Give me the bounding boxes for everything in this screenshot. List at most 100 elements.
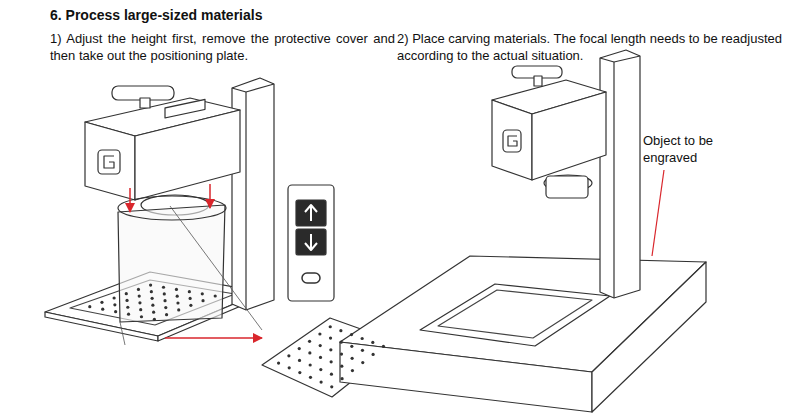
down-arrow-symbol [305, 234, 317, 250]
grid-dots [88, 283, 385, 388]
down-button [296, 229, 326, 255]
grid-dot [319, 344, 322, 347]
grid-dot [320, 380, 323, 383]
grid-dot [361, 349, 364, 352]
grid-dot [329, 337, 332, 340]
grid-dot [340, 341, 343, 344]
grid-dot [176, 295, 179, 298]
grid-dot [330, 373, 333, 376]
grid-dot [137, 288, 140, 291]
power-button [302, 273, 320, 283]
grid-dot [371, 341, 374, 344]
grid-dot [214, 294, 217, 297]
up-arrow-symbol [305, 205, 317, 221]
grid-dot [201, 299, 204, 302]
display [165, 99, 205, 118]
laser-head-front [492, 100, 532, 180]
grid-dot [277, 361, 280, 364]
grid-dot [189, 304, 192, 307]
column [600, 50, 640, 298]
grid-dot [330, 360, 333, 363]
grid-dot [309, 376, 312, 379]
grid-dot [188, 290, 191, 293]
callout-label: Object to be engraved [643, 132, 733, 166]
column-edge [600, 58, 614, 62]
column-edge [613, 62, 614, 298]
grid-dot [139, 308, 142, 311]
grid-dot [101, 308, 104, 311]
column-edge [245, 92, 246, 310]
grid-dot [372, 353, 375, 356]
head-logo [104, 156, 114, 168]
grid-dot [113, 296, 116, 299]
grid-dot [162, 286, 165, 289]
grid-dot [288, 366, 291, 369]
grid-dot [150, 290, 153, 293]
illustration [45, 50, 706, 412]
laser-head-side [532, 92, 606, 180]
heading: 6. Process large-sized materials [50, 7, 262, 24]
object-front [340, 342, 592, 412]
step-text: 2) Place carving materials. The focal le… [397, 30, 782, 64]
control-panel [288, 185, 334, 301]
grid-dot [138, 294, 141, 297]
direction-arrow [165, 337, 262, 339]
grid-dot [319, 356, 322, 359]
grid-dot [318, 332, 321, 335]
leader-line [170, 206, 262, 330]
grid-dot [163, 299, 166, 302]
grid-dot [177, 308, 180, 311]
grid-dot [340, 377, 343, 380]
grid-dot [125, 299, 128, 302]
base-plate [420, 284, 610, 346]
head-logo [508, 136, 517, 146]
grid-dot [149, 283, 152, 286]
grid-dot [298, 347, 301, 350]
grid-dot [153, 318, 156, 321]
grid-dot [350, 333, 353, 336]
knob-post [140, 98, 150, 108]
grid-dot [164, 306, 167, 309]
column-edge [232, 88, 246, 92]
grid-dot [351, 357, 354, 360]
grid-dot [361, 337, 364, 340]
grid-dot [113, 303, 116, 306]
engraving-grid [438, 290, 592, 338]
grid-dot [382, 345, 385, 348]
direction-arrow [129, 188, 131, 212]
direction-arrow [209, 184, 211, 208]
grid-dot [329, 348, 332, 351]
leader-line [120, 322, 125, 345]
grid-dot [151, 304, 154, 307]
laser-head-side [135, 110, 240, 200]
grid-dot [163, 292, 166, 295]
grid-dot [127, 313, 130, 316]
grid-dot [330, 385, 333, 388]
grid-dot [319, 368, 322, 371]
grid-dot [165, 313, 168, 316]
grid-dot [340, 352, 343, 355]
grid-dot [308, 340, 311, 343]
grid-dot [309, 363, 312, 366]
protective-cover [118, 205, 225, 322]
grid-dot [339, 329, 342, 332]
grid-dot [351, 369, 354, 372]
laser-head-front [85, 122, 135, 200]
grid-dot [189, 297, 192, 300]
grid-dot [287, 354, 290, 357]
grid-dot [140, 315, 143, 318]
head-logo [503, 130, 521, 152]
grid-dot [88, 305, 91, 308]
grid-dot [138, 301, 141, 304]
grid-dot [298, 371, 301, 374]
grid-dot [340, 365, 343, 368]
up-button [296, 200, 326, 226]
grid-dot [152, 311, 155, 314]
step-text: 1) Adjust the height first, remove the p… [50, 30, 395, 64]
column-edge [614, 56, 640, 62]
knob-post [534, 76, 542, 86]
grid-dot [151, 297, 154, 300]
head-logo [98, 150, 120, 174]
lens-body [546, 176, 588, 198]
base-plate-edge [45, 312, 158, 341]
